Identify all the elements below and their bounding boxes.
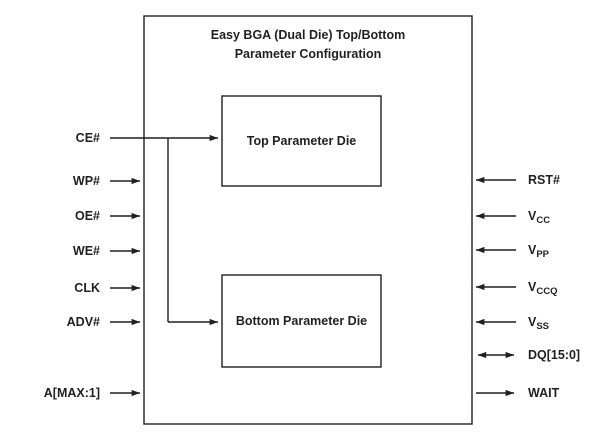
signal-label-oe: OE# xyxy=(74,208,100,223)
top-parameter-die-box xyxy=(221,95,382,187)
top-parameter-die-label: Top Parameter Die xyxy=(246,134,357,148)
signal-label-wp: WP# xyxy=(72,173,100,188)
signal-label-vss: VSS xyxy=(528,314,550,332)
signal-label-amax: A[MAX:1] xyxy=(43,385,100,400)
signal-label-vccq: VCCQ xyxy=(528,279,558,297)
signal-label-vccq-text: V xyxy=(528,279,537,294)
signal-label-dq-text: DQ[15:0] xyxy=(528,347,581,362)
package-outline xyxy=(143,15,473,425)
signal-label-clk: CLK xyxy=(74,280,100,295)
signal-label-rst-text: RST# xyxy=(528,172,560,187)
diagram-title-line-2: Parameter Configuration xyxy=(234,47,382,62)
signal-label-ce: CE# xyxy=(75,130,100,145)
signal-label-vpp-text: V xyxy=(528,242,537,257)
signal-label-vcc-subscript: CC xyxy=(536,214,551,226)
signal-label-vccq-subscript: CCQ xyxy=(536,285,558,297)
signal-label-vcc-text: V xyxy=(528,208,537,223)
signal-label-adv: ADV# xyxy=(66,314,100,329)
signal-label-vss-text: V xyxy=(528,314,537,329)
signal-label-vcc: VCC xyxy=(528,208,551,226)
bottom-parameter-die-label: Bottom Parameter Die xyxy=(235,314,368,328)
signal-label-we: WE# xyxy=(72,243,100,258)
diagram-title-line-1: Easy BGA (Dual Die) Top/Bottom xyxy=(210,28,406,42)
signal-label-rst: RST# xyxy=(528,174,560,187)
diagram-title: Easy BGA (Dual Die) Top/Bottom Parameter… xyxy=(143,26,473,65)
signal-label-vpp-subscript: PP xyxy=(536,248,550,260)
signal-label-vss-subscript: SS xyxy=(536,320,550,332)
signal-label-wait-text: WAIT xyxy=(528,385,560,400)
signal-label-dq: DQ[15:0] xyxy=(528,349,580,362)
signal-label-vpp: VPP xyxy=(528,242,550,260)
bottom-parameter-die-box xyxy=(221,274,382,368)
signal-label-wait: WAIT xyxy=(528,387,559,400)
